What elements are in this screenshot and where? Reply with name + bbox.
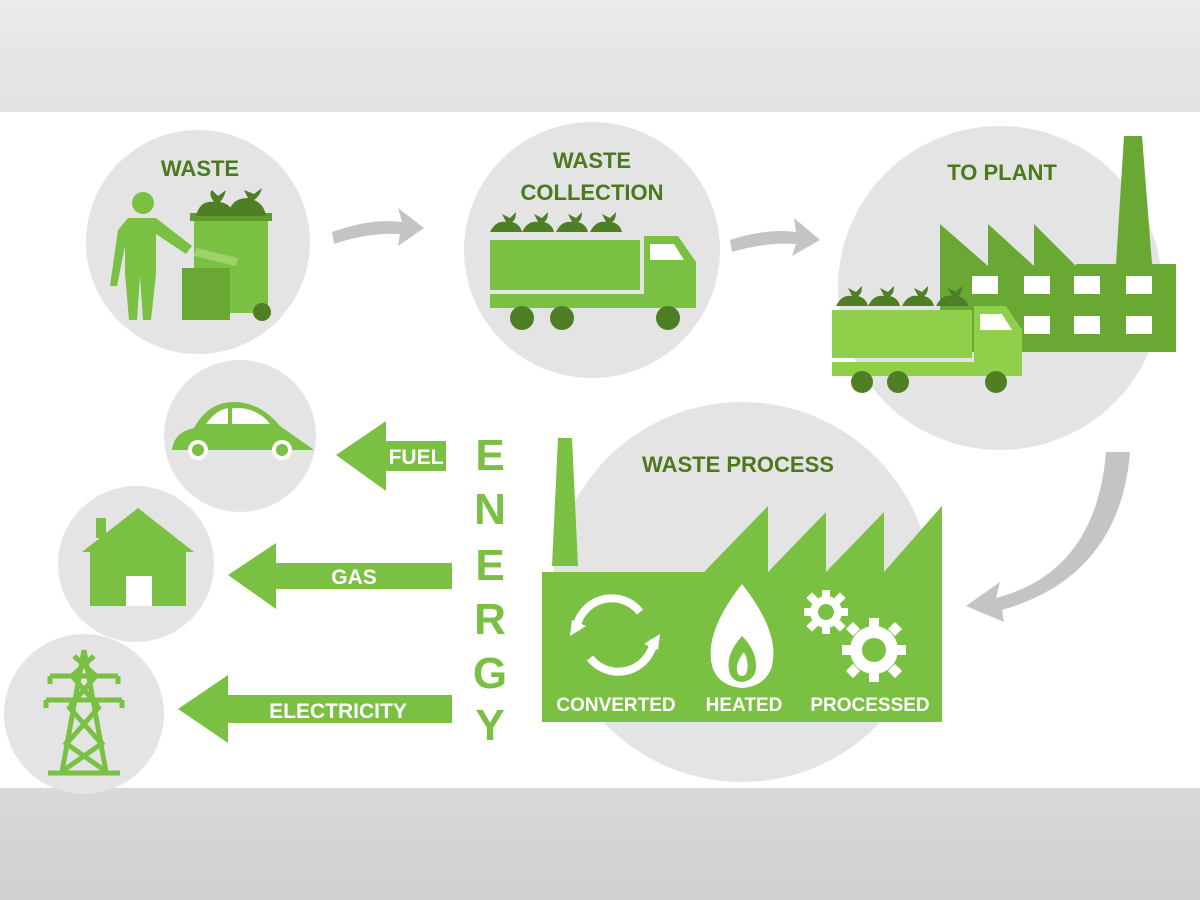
flow-arrow-1 [332, 208, 424, 246]
recycle-arrows-icon [570, 594, 660, 676]
energy-letter: E [475, 541, 504, 590]
garbage-truck-icon [490, 212, 696, 330]
top-band [0, 0, 1200, 112]
fuel-arrow [336, 421, 446, 491]
output-electricity-circle [4, 634, 164, 794]
step-plant: TO PLANT [832, 126, 1176, 450]
electricity-arrow [178, 675, 452, 743]
energy-letter: Y [475, 701, 504, 750]
output-fuel: FUEL [164, 360, 446, 512]
output-electricity: ELECTRICITY [4, 634, 452, 794]
step-collection-title-line1: WASTE [553, 148, 631, 173]
step-waste: WASTE [86, 130, 310, 354]
energy-letter: N [474, 485, 506, 534]
electricity-label: ELECTRICITY [269, 700, 407, 723]
energy-letter: R [474, 595, 506, 644]
energy-vertical-label: E N E R G Y [473, 431, 507, 750]
energy-letter: G [473, 649, 507, 698]
flow-arrow-2 [730, 218, 820, 256]
car-icon [172, 402, 314, 460]
bottom-band [0, 788, 1200, 900]
person-trash-bin-icon [110, 188, 272, 321]
factory-truck-icon [832, 136, 1176, 393]
energy-letter: E [475, 431, 504, 480]
power-pylon-icon [43, 649, 125, 776]
stage-label-processed: PROCESSED [810, 695, 929, 716]
step-plant-title: TO PLANT [947, 160, 1057, 185]
gears-icon [804, 590, 906, 682]
step-process-title: WASTE PROCESS [642, 452, 834, 477]
flame-icon [710, 584, 774, 688]
output-gas: GAS [58, 486, 452, 642]
stage-label-converted: CONVERTED [556, 695, 675, 716]
stage-label-heated: HEATED [706, 695, 783, 716]
flow-arrow-3 [966, 452, 1130, 622]
house-icon [82, 508, 194, 606]
gas-arrow [228, 543, 452, 609]
step-collection-title-line2: COLLECTION [521, 180, 664, 205]
step-collection: WASTE COLLECTION [464, 122, 720, 378]
step-process: WASTE PROCESS [542, 402, 942, 782]
gas-label: GAS [331, 566, 377, 589]
fuel-label: FUEL [389, 446, 444, 469]
step-waste-title: WASTE [161, 156, 239, 181]
